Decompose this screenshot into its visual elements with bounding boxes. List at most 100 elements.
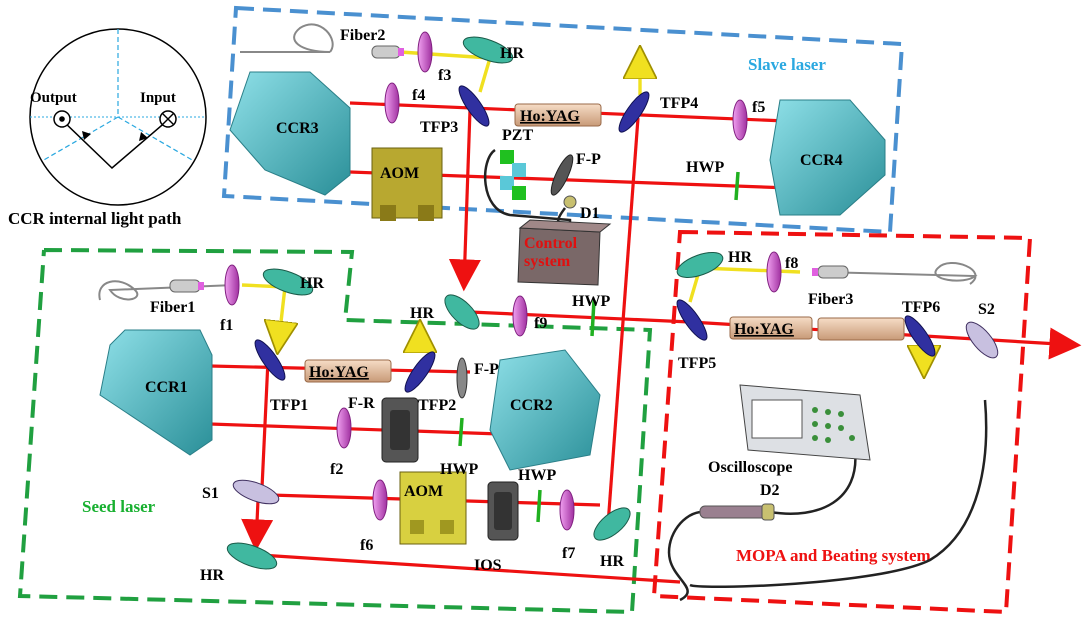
- hr-top-label: HR: [500, 45, 524, 62]
- hoyag-slave-label: Ho:YAG: [520, 108, 580, 125]
- splitter-s1: S1: [202, 479, 280, 505]
- lens-f8: [766, 251, 782, 293]
- seed-laser-box: [17, 248, 653, 615]
- fiber1-label: Fiber1: [150, 299, 195, 316]
- tfp6-label: TFP6: [902, 299, 940, 316]
- tfp2: [404, 351, 436, 393]
- hwp-seed-upper: [458, 417, 464, 447]
- f4-label: f4: [412, 87, 425, 104]
- tfp3: [458, 85, 490, 127]
- fp-seed-label: F-P: [474, 361, 499, 378]
- f1-label: f1: [220, 317, 233, 334]
- slave-laser-box: [221, 5, 905, 235]
- f9-label: f9: [534, 315, 547, 332]
- hwps: [458, 171, 740, 523]
- tfp1: [254, 339, 286, 381]
- hr-seed-top: [262, 268, 314, 296]
- aom-seed-label: AOM: [404, 483, 443, 500]
- f6-label: f6: [360, 537, 373, 554]
- hwp-seed-upper-label: HWP: [440, 461, 478, 478]
- d1-label: D1: [580, 205, 600, 222]
- hoyag-seed-label: Ho:YAG: [309, 364, 369, 381]
- pump-beams: [241, 52, 924, 372]
- hoyag-slave: Ho:YAG: [514, 103, 602, 127]
- ccr2: CCR2: [489, 349, 601, 471]
- lens-f1: [224, 264, 240, 306]
- lens-f5: [732, 99, 748, 141]
- slave-laser-label: Slave laser: [748, 55, 826, 74]
- fiber-connectors: [169, 45, 849, 521]
- control-label-1: Control: [524, 235, 578, 252]
- pzt-label: PZT: [502, 127, 533, 144]
- aom-slave-label: AOM: [380, 165, 419, 182]
- f8-label: f8: [785, 255, 798, 272]
- ccr3: CCR3: [229, 71, 351, 196]
- ccr2-label: CCR2: [510, 397, 553, 414]
- splitter-s2: S2: [965, 301, 999, 359]
- tfp4-label: TFP4: [660, 95, 698, 112]
- control-system: Control system: [517, 219, 612, 286]
- hr-seed-bottom-left: [226, 542, 278, 570]
- ccr3-label: CCR3: [276, 120, 319, 137]
- f7-label: f7: [562, 545, 575, 562]
- d1-detector: D1: [563, 195, 600, 222]
- pzt: PZT: [500, 127, 533, 200]
- hwp-seed-lower: [536, 489, 542, 523]
- inset-light-path: [61, 119, 169, 170]
- hr-seed-top-label: HR: [300, 275, 324, 292]
- faraday-rotator: F-R: [348, 395, 419, 463]
- mopa-label: MOPA and Beating system: [736, 546, 931, 565]
- inset-output-label: Output: [30, 90, 77, 106]
- fibers: [98, 23, 978, 301]
- s2-label: S2: [978, 301, 995, 318]
- oscilloscope-label: Oscilloscope: [708, 459, 792, 476]
- fr-label: F-R: [348, 395, 375, 412]
- hwp-slave: [734, 171, 740, 201]
- hr-seed-bottom-right: [593, 507, 631, 541]
- hr-mid: [444, 294, 480, 330]
- lens-f3: [417, 31, 433, 73]
- hr-mid-label: HR: [410, 305, 434, 322]
- ccr1-label: CCR1: [145, 379, 188, 396]
- hr-mopa-top: [676, 252, 724, 278]
- ios-label: IOS: [474, 557, 502, 574]
- ccr-inset: Output Input CCR internal light path: [8, 28, 207, 228]
- tfp5: [676, 299, 708, 341]
- fp-seed: F-P: [456, 357, 499, 399]
- inset-title: CCR internal light path: [8, 209, 182, 228]
- fiber2-label: Fiber2: [340, 27, 385, 44]
- fp-slave-label: F-P: [576, 151, 601, 168]
- detector-cables: [483, 148, 988, 602]
- seed-laser-label: Seed laser: [82, 497, 156, 516]
- fp-slave: F-P: [550, 151, 601, 196]
- f5-label: f5: [752, 99, 765, 116]
- hr-mopa-top-label: HR: [728, 249, 752, 266]
- tfp5-label: TFP5: [678, 355, 716, 372]
- hr-mirrors: [226, 36, 724, 570]
- hr-seed-bottom-left-label: HR: [200, 567, 224, 584]
- d2-label: D2: [760, 482, 780, 499]
- tfp3-label: TFP3: [420, 119, 458, 136]
- aom-seed: AOM: [399, 471, 467, 545]
- inset-input-label: Input: [140, 90, 176, 106]
- hoyag-amp-label: Ho:YAG: [734, 321, 794, 338]
- f3-label: f3: [438, 67, 451, 84]
- f2-label: f2: [330, 461, 343, 478]
- lens-f4: [384, 82, 400, 124]
- hr-top: [462, 36, 514, 64]
- tfp4: [618, 91, 650, 133]
- hr-seed-bottom-right-label: HR: [600, 553, 624, 570]
- ccr1: CCR1: [99, 329, 213, 456]
- hwp-slave-label: HWP: [686, 159, 724, 176]
- lenses: [224, 31, 782, 531]
- isolator: IOS: [474, 481, 519, 574]
- lens-f6: [372, 479, 388, 521]
- tfp2-label: TFP2: [418, 397, 456, 414]
- oscilloscope: Oscilloscope: [708, 384, 871, 476]
- hwp-mid-label: HWP: [572, 293, 610, 310]
- hwp-seed-lower-label: HWP: [518, 467, 556, 484]
- ccr4: CCR4: [769, 99, 886, 216]
- tfp1-label: TFP1: [270, 397, 308, 414]
- lens-f2: [336, 407, 352, 449]
